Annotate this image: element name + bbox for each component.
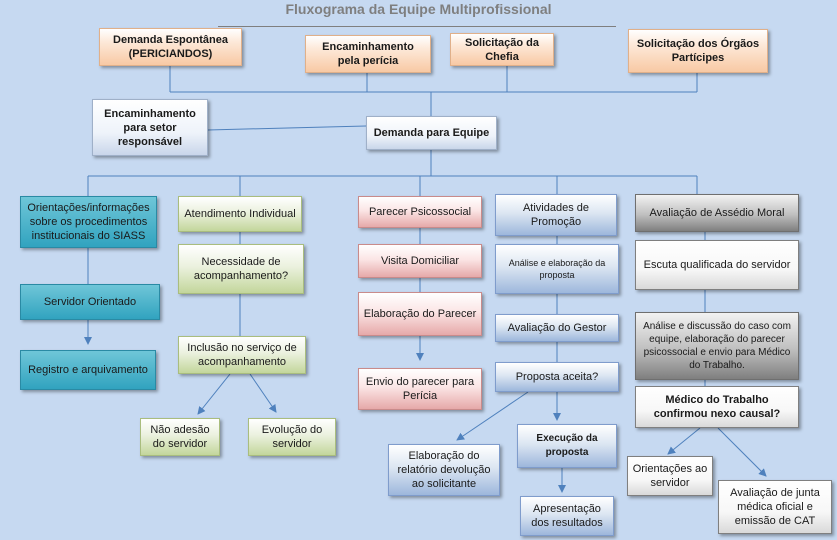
node-encaminhamento-pericia[interactable]: Encaminhamento pela perícia (305, 35, 431, 73)
node-analise-proposta[interactable]: Análise e elaboração da proposta (495, 244, 619, 294)
node-evolucao-servidor[interactable]: Evolução do servidor (248, 418, 336, 456)
node-atendimento-individual[interactable]: Atendimento Individual (178, 196, 302, 232)
node-necessidade-acompanhamento[interactable]: Necessidade de acompanhamento? (178, 244, 304, 294)
node-servidor-orientado[interactable]: Servidor Orientado (20, 284, 160, 320)
node-demanda-equipe[interactable]: Demanda para Equipe (366, 116, 497, 150)
node-analise-discussao[interactable]: Análise e discussão do caso com equipe, … (635, 312, 799, 380)
node-solicitacao-orgaos[interactable]: Solicitação dos Órgãos Partícipes (628, 29, 768, 73)
node-elaboracao-parecer[interactable]: Elaboração do Parecer (358, 292, 482, 336)
node-visita-domiciliar[interactable]: Visita Domiciliar (358, 244, 482, 278)
page-title: Fluxograma da Equipe Multiprofissional (285, 1, 552, 17)
node-encaminhamento-setor[interactable]: Encaminhamento para setor responsável (92, 99, 208, 156)
node-orientacoes-servidor[interactable]: Orientações ao servidor (627, 456, 713, 496)
node-atividades-promocao[interactable]: Atividades de Promoção (495, 194, 617, 236)
node-solicitacao-chefia[interactable]: Solicitação da Chefia (450, 33, 554, 66)
node-proposta-aceita[interactable]: Proposta aceita? (495, 362, 619, 392)
node-apresentacao-resultados[interactable]: Apresentação dos resultados (520, 496, 614, 536)
node-escuta-qualificada[interactable]: Escuta qualificada do servidor (635, 240, 799, 290)
title-rule (218, 26, 616, 27)
node-inclusao-servico[interactable]: Inclusão no serviço de acompanhamento (178, 336, 306, 374)
node-nao-adesao[interactable]: Não adesão do servidor (140, 418, 220, 456)
node-avaliacao-assedio[interactable]: Avaliação de Assédio Moral (635, 194, 799, 232)
node-parecer-psicossocial[interactable]: Parecer Psicossocial (358, 196, 482, 228)
node-orientacoes-siass[interactable]: Orientações/informações sobre os procedi… (20, 196, 157, 248)
node-elaboracao-relatorio[interactable]: Elaboração do relatório devolução ao sol… (388, 444, 500, 496)
node-medico-nexo[interactable]: Médico do Trabalho confirmou nexo causal… (635, 386, 799, 428)
node-envio-parecer[interactable]: Envio do parecer para Perícia (358, 368, 482, 410)
node-demanda-espontanea[interactable]: Demanda Espontânea (PERICIANDOS) (99, 28, 242, 66)
node-execucao-proposta[interactable]: Execução da proposta (517, 424, 617, 468)
node-avaliacao-gestor[interactable]: Avaliação do Gestor (495, 314, 619, 342)
node-avaliacao-junta[interactable]: Avaliação de junta médica oficial e emis… (718, 480, 832, 534)
node-registro-arquivamento[interactable]: Registro e arquivamento (20, 350, 156, 390)
